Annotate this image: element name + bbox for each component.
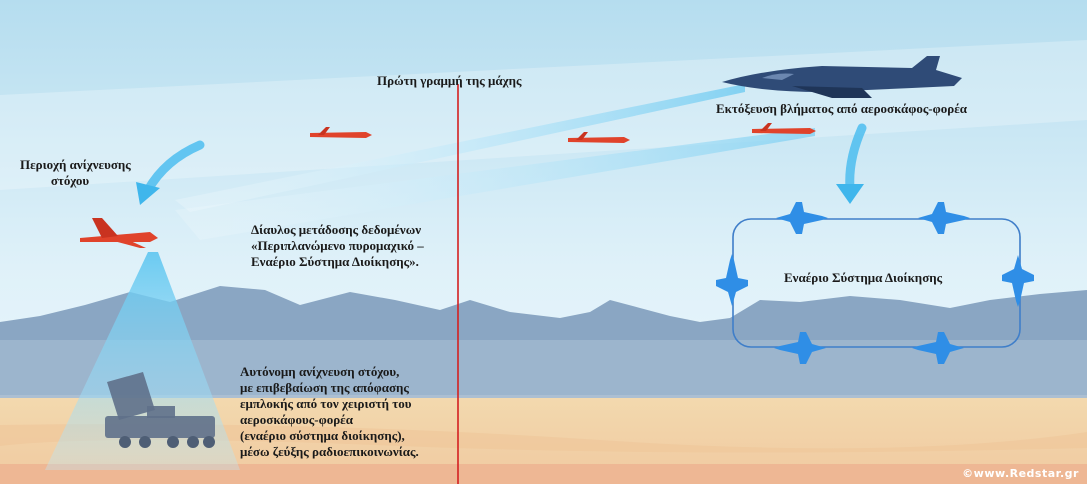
autonomous-line6: μέσω ζεύξης ραδιοεπικοινωνίας.	[240, 444, 419, 459]
autonomous-label: Αυτόνομη ανίχνευση στόχου, με επιβεβαίωσ…	[240, 364, 419, 460]
autonomous-line2: με επιβεβαίωση της απόφασης	[240, 380, 409, 395]
fighter-bottom-right	[912, 332, 964, 364]
detection-area-line2: στόχου	[50, 173, 90, 188]
fighter-left	[716, 254, 748, 306]
munition-3	[752, 123, 816, 134]
drone	[80, 218, 158, 248]
autonomous-line4: αεροσκάφους-φορέα	[240, 412, 353, 427]
credit-watermark: ©www.Redstar.gr	[962, 467, 1079, 480]
detection-arrow-head	[136, 182, 160, 205]
autonomous-line1: Αυτόνομη ανίχνευση στόχου,	[240, 364, 400, 379]
airborne-command-label: Εναέριο Σύστημα Διοίκησης	[784, 270, 943, 285]
munition-2	[568, 132, 630, 143]
datalink-beam-lower	[175, 128, 815, 240]
launch-arrow	[845, 123, 867, 193]
datalink-label: Δίαυλος μετάδοσης δεδομένων «Περιπλανώμε…	[251, 222, 424, 270]
ground-launcher	[105, 372, 215, 448]
detection-arrow	[143, 140, 205, 195]
launch-label: Εκτόξευση βλήματος από αεροσκάφος-φορέα	[716, 101, 968, 116]
datalink-line3: Εναέριο Σύστημα Διοίκησης».	[251, 254, 419, 269]
fighter-right	[1002, 255, 1034, 307]
autonomous-line3: εμπλοκής από τον χειριστή του	[240, 396, 412, 411]
front-line-label: Πρώτη γραμμή της μάχης	[377, 73, 522, 88]
fighter-bottom-left	[774, 332, 826, 364]
fighter-top-right	[918, 202, 970, 234]
autonomous-line5: (εναέριο σύστημα διοίκησης),	[240, 428, 405, 443]
launch-arrow-head	[836, 184, 864, 204]
fighter-top-left	[776, 202, 828, 234]
desert-stripe	[0, 424, 1087, 453]
datalink-beam-upper	[175, 84, 745, 212]
sensor-beam	[45, 252, 240, 470]
desert-bottom	[0, 464, 1087, 484]
datalink-line1: Δίαυλος μετάδοσης δεδομένων	[251, 222, 422, 237]
detection-area-line1: Περιοχή ανίχνευσης	[20, 157, 131, 172]
munition-1	[310, 127, 372, 138]
detection-area-label: Περιοχή ανίχνευσης στόχου	[20, 157, 131, 189]
carrier-jet	[722, 56, 962, 98]
datalink-line2: «Περιπλανώμενο πυρομαχικό –	[251, 238, 424, 253]
